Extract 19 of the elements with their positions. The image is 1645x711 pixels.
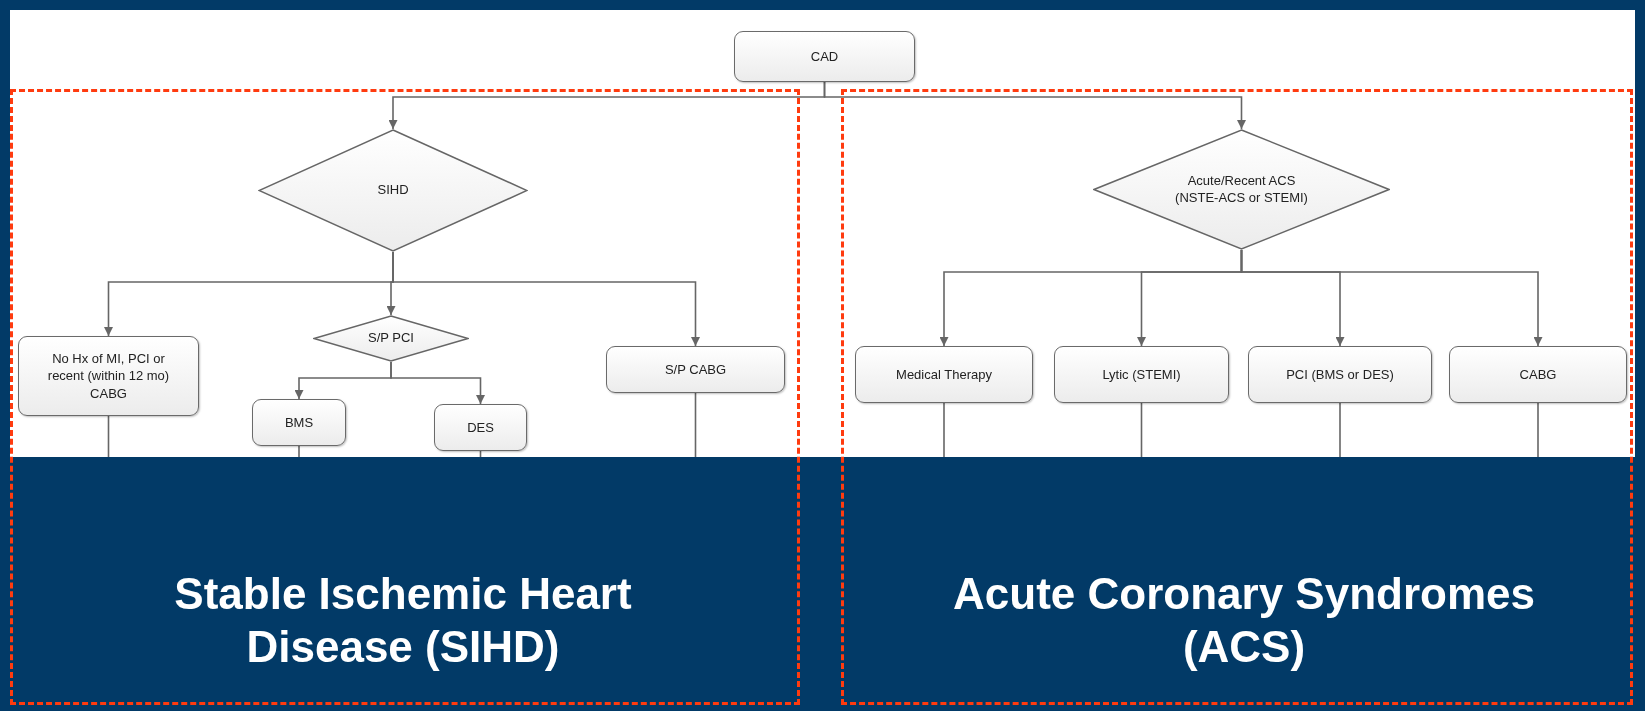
section-heading: Acute Coronary Syndromes (ACS) [952, 567, 1536, 674]
process-box: DES [434, 404, 527, 451]
connector-arrow [823, 81, 1246, 130]
decision-diamond: S/P PCI [313, 315, 469, 362]
dashed-region [10, 89, 800, 705]
connector-arrow [390, 361, 485, 405]
process-box: Medical Therapy [855, 346, 1033, 403]
process-box: Lytic (STEMI) [1054, 346, 1229, 403]
connector-arrow [1240, 249, 1543, 347]
dashed-region [841, 89, 1633, 705]
section-heading: Stable Ischemic Heart Disease (SIHD) [173, 567, 633, 674]
decision-diamond: Acute/Recent ACS (NSTE-ACS or STEMI) [1093, 129, 1390, 250]
process-box: CABG [1449, 346, 1627, 403]
process-box: CAD [734, 31, 915, 82]
process-box: No Hx of MI, PCI or recent (within 12 mo) CABG [18, 336, 199, 416]
process-box: PCI (BMS or DES) [1248, 346, 1432, 403]
process-box: BMS [252, 399, 346, 446]
decision-diamond: SIHD [258, 129, 528, 252]
process-box: S/P CABG [606, 346, 785, 393]
